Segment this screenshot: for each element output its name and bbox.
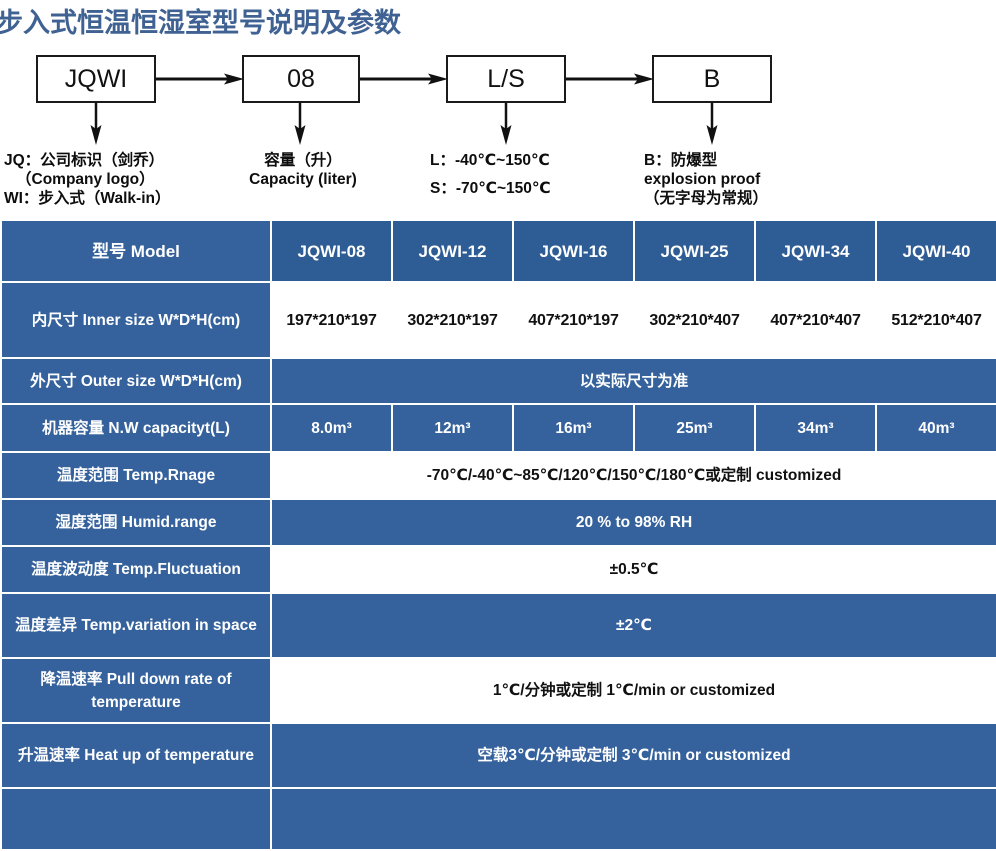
arrow-down-icon	[294, 103, 306, 145]
cell-partial-merged	[272, 789, 996, 849]
cell-capacity-34: 34m³	[756, 405, 875, 451]
diagram-box-explosion: B	[652, 55, 772, 103]
diagram-box-capacity: 08	[242, 55, 360, 103]
legend-line: S：-70℃~150℃	[430, 180, 551, 197]
column-header-jqwi-08: JQWI-08	[272, 221, 391, 281]
cell-capacity-08: 8.0m³	[272, 405, 391, 451]
column-header-jqwi-12: JQWI-12	[393, 221, 512, 281]
legend-line: （无字母为常规）	[644, 190, 769, 207]
cell-pull-down-rate-merged: 1℃/分钟或定制 1℃/min or customized	[272, 659, 996, 722]
row-label-partial	[2, 789, 270, 849]
row-label-temp-fluctuation: 温度波动度 Temp.Fluctuation	[2, 547, 270, 592]
diagram-box-label: L/S	[487, 64, 525, 93]
diagram-box-temprange: L/S	[446, 55, 566, 103]
spec-table: 型号 Model JQWI-08 JQWI-12 JQWI-16 JQWI-25…	[0, 219, 996, 851]
legend-line: 容量（升）	[264, 152, 342, 169]
row-label-outer-size: 外尺寸 Outer size W*D*H(cm)	[2, 359, 270, 403]
legend-line: explosion proof	[644, 171, 761, 188]
table-row: 机器容量 N.W capacityt(L) 8.0m³ 12m³ 16m³ 25…	[2, 405, 996, 451]
diagram-box-label: 08	[287, 64, 315, 93]
legend-spacer	[430, 170, 551, 179]
table-row: 升温速率 Heat up of temperature 空载3℃/分钟或定制 3…	[2, 724, 996, 787]
model-code-diagram: JQWI 08 L/S B JQ：公司标识（剑乔） （Compa	[0, 48, 996, 213]
legend-capacity: 容量（升） Capacity (liter)	[228, 151, 378, 189]
cell-inner-size-40: 512*210*407	[877, 283, 996, 357]
cell-capacity-12: 12m³	[393, 405, 512, 451]
cell-capacity-16: 16m³	[514, 405, 633, 451]
row-label-inner-size: 内尺寸 Inner size W*D*H(cm)	[2, 283, 270, 357]
cell-capacity-40: 40m³	[877, 405, 996, 451]
legend-line: B：防爆型	[644, 152, 718, 169]
arrow-down-icon	[500, 103, 512, 145]
cell-inner-size-34: 407*210*407	[756, 283, 875, 357]
cell-inner-size-25: 302*210*407	[635, 283, 754, 357]
cell-temp-range-merged: -70℃/-40℃~85℃/120℃/150℃/180℃或定制 customiz…	[272, 453, 996, 498]
legend-line: L：-40℃~150℃	[430, 152, 550, 169]
table-header-row: 型号 Model JQWI-08 JQWI-12 JQWI-16 JQWI-25…	[2, 221, 996, 281]
legend-line: WI：步入式（Walk-in）	[4, 190, 171, 207]
row-label-humid-range: 湿度范围 Humid.range	[2, 500, 270, 545]
legend-line: Capacity (liter)	[249, 171, 357, 188]
row-label-temp-range: 温度范围 Temp.Rnage	[2, 453, 270, 498]
diagram-box-jqwi: JQWI	[36, 55, 156, 103]
table-row: 外尺寸 Outer size W*D*H(cm) 以实际尺寸为准	[2, 359, 996, 403]
arrow-right-icon	[360, 73, 448, 85]
cell-humid-range-merged: 20 % to 98% RH	[272, 500, 996, 545]
column-header-model: 型号 Model	[2, 221, 270, 281]
arrow-right-icon	[566, 73, 654, 85]
legend-jqwi: JQ：公司标识（剑乔） （Company logo） WI：步入式（Walk-i…	[4, 151, 170, 208]
cell-inner-size-16: 407*210*197	[514, 283, 633, 357]
table-row-partial	[2, 789, 996, 849]
cell-temp-fluctuation-merged: ±0.5℃	[272, 547, 996, 592]
page-title: 步入式恒温恒湿室型号说明及参数	[0, 8, 401, 38]
table-row: 温度差异 Temp.variation in space ±2℃	[2, 594, 996, 657]
cell-inner-size-12: 302*210*197	[393, 283, 512, 357]
column-header-jqwi-25: JQWI-25	[635, 221, 754, 281]
table-row: 湿度范围 Humid.range 20 % to 98% RH	[2, 500, 996, 545]
row-label-temp-variation: 温度差异 Temp.variation in space	[2, 594, 270, 657]
row-label-pull-down-rate: 降温速率 Pull down rate of temperature	[2, 659, 270, 722]
legend-line: JQ：公司标识（剑乔）	[4, 152, 165, 169]
diagram-box-label: JQWI	[64, 64, 128, 93]
legend-line: （Company logo）	[16, 171, 155, 188]
table-row: 温度波动度 Temp.Fluctuation ±0.5℃	[2, 547, 996, 592]
row-label-heat-up-rate: 升温速率 Heat up of temperature	[2, 724, 270, 787]
table-row: 降温速率 Pull down rate of temperature 1℃/分钟…	[2, 659, 996, 722]
table-row: 温度范围 Temp.Rnage -70℃/-40℃~85℃/120℃/150℃/…	[2, 453, 996, 498]
legend-explosion: B：防爆型 explosion proof （无字母为常规）	[644, 151, 768, 208]
cell-capacity-25: 25m³	[635, 405, 754, 451]
arrow-down-icon	[90, 103, 102, 145]
table-row: 内尺寸 Inner size W*D*H(cm) 197*210*197 302…	[2, 283, 996, 357]
arrow-down-icon	[706, 103, 718, 145]
cell-temp-variation-merged: ±2℃	[272, 594, 996, 657]
cell-heat-up-rate-merged: 空载3℃/分钟或定制 3℃/min or customized	[272, 724, 996, 787]
column-header-jqwi-16: JQWI-16	[514, 221, 633, 281]
diagram-box-label: B	[703, 64, 721, 93]
row-label-capacity: 机器容量 N.W capacityt(L)	[2, 405, 270, 451]
cell-inner-size-08: 197*210*197	[272, 283, 391, 357]
cell-outer-size-merged: 以实际尺寸为准	[272, 359, 996, 403]
column-header-jqwi-40: JQWI-40	[877, 221, 996, 281]
legend-temperature: L：-40℃~150℃ S：-70℃~150℃	[430, 151, 551, 198]
column-header-jqwi-34: JQWI-34	[756, 221, 875, 281]
arrow-right-icon	[156, 73, 244, 85]
